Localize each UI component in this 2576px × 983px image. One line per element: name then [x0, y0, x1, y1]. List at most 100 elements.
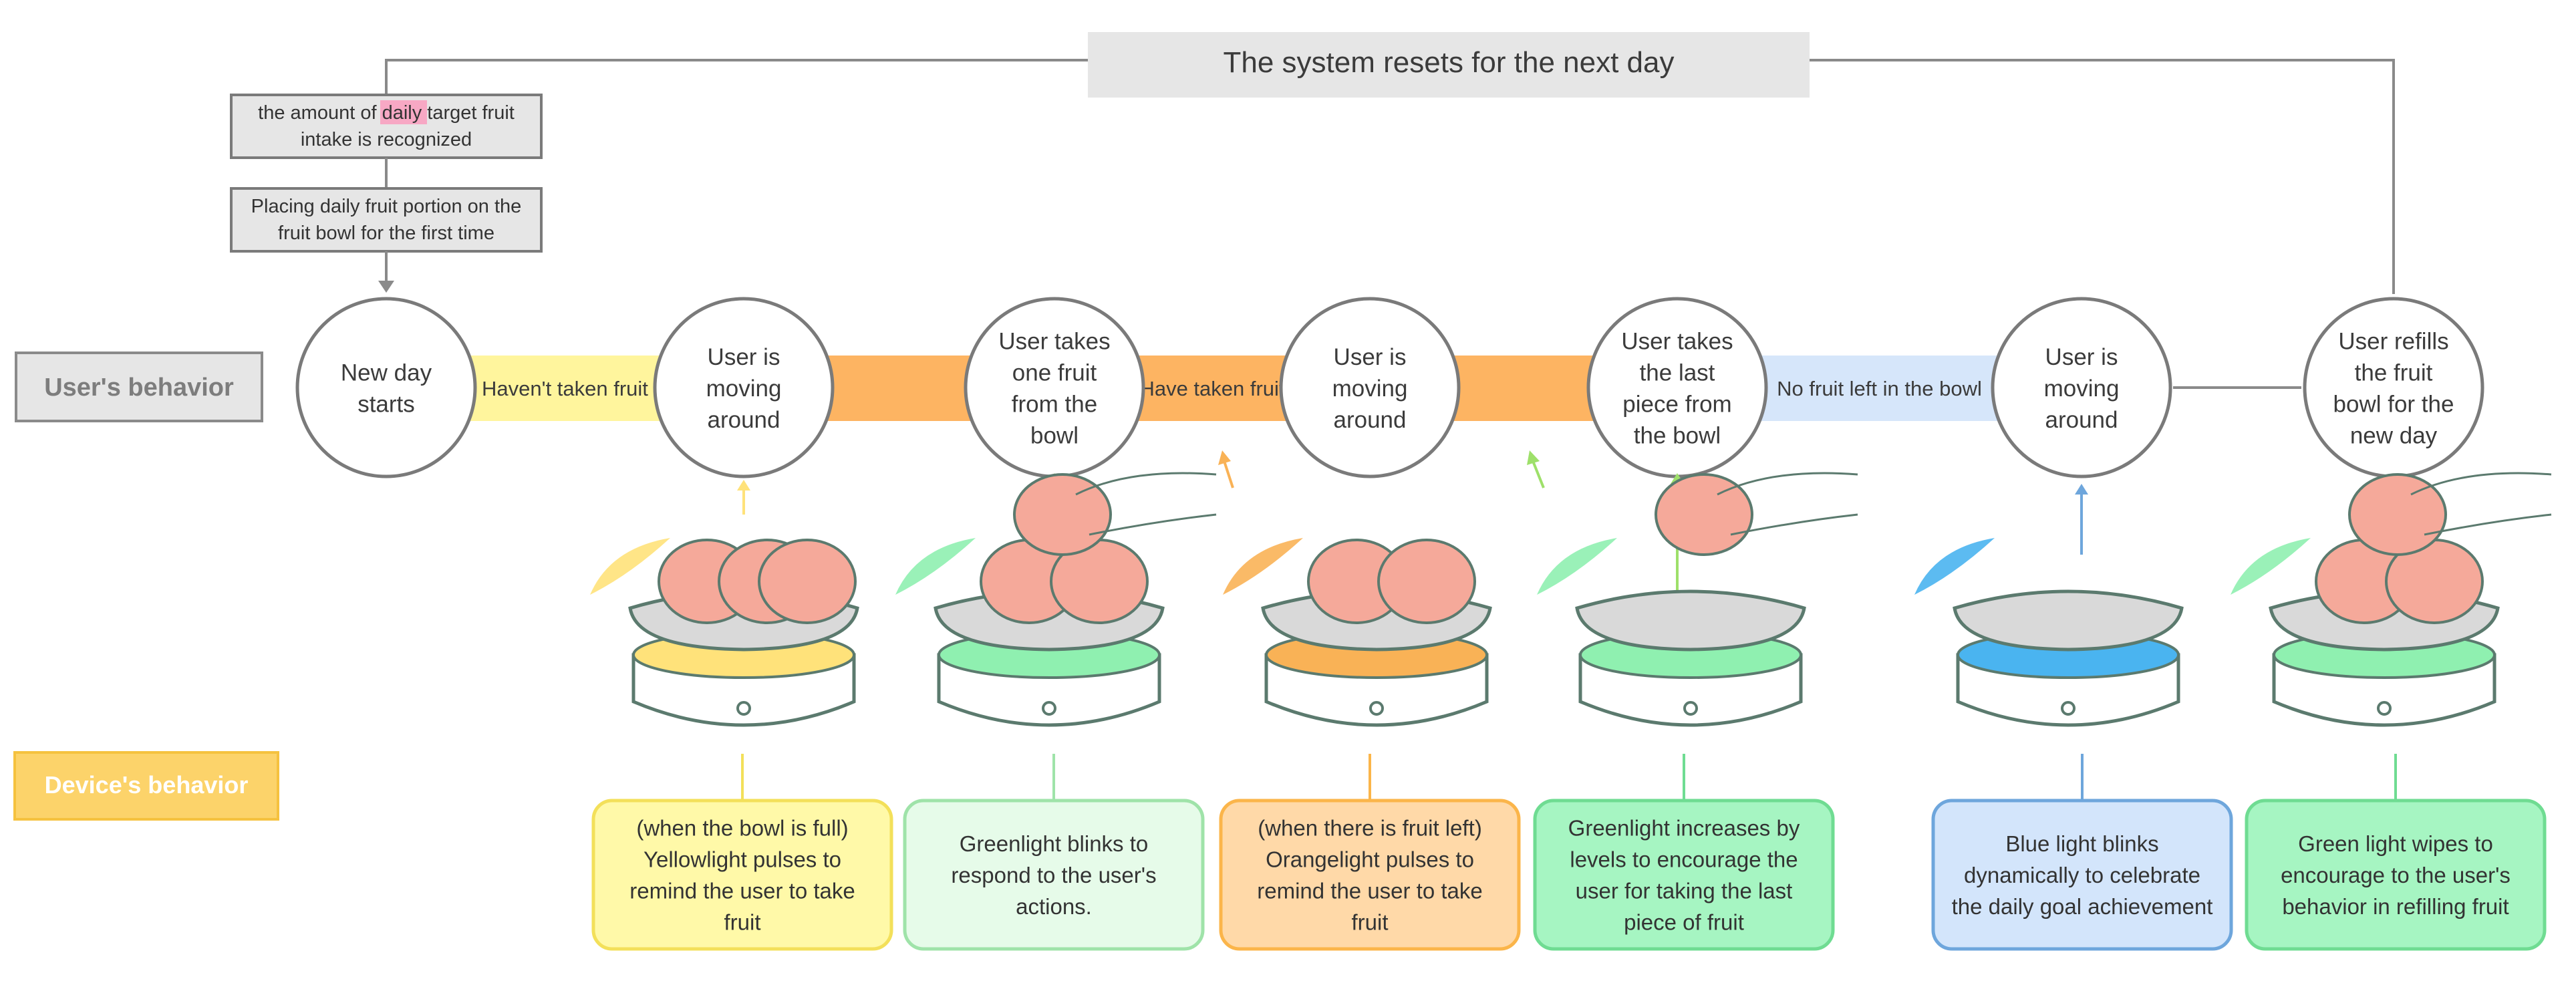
device-button: [1369, 701, 1384, 716]
lane-user-behavior: User's behavior: [15, 352, 263, 422]
device-illustration: [1223, 538, 1492, 727]
hand-icon: [1075, 472, 1217, 536]
light-swoosh-icon: [1537, 538, 1617, 595]
node-label-line: bowl: [1030, 423, 1079, 449]
top-step-1-line-1c: target fruit: [422, 102, 515, 124]
top-step-1-line-1a: the amount of: [258, 102, 382, 124]
top-step-2-line-2: fruit bowl for the first time: [278, 223, 494, 244]
fruit-icon: [1377, 539, 1476, 624]
device-illustration: [1537, 472, 1858, 727]
node-label-line: around: [1334, 407, 1407, 433]
behavior-node: User is moving around: [1279, 297, 1461, 478]
svg-text:the amount of daily target fru: the amount of daily target fruit: [258, 102, 515, 124]
hand-icon: [2410, 472, 2552, 536]
light-swoosh-icon: [895, 538, 976, 595]
reset-header-label: The system resets for the next day: [1224, 46, 1675, 79]
device-box-line: fruit: [1351, 910, 1388, 935]
segment-label: Have taken fruit: [1139, 377, 1284, 400]
lane-device-behavior: Device's behavior: [13, 751, 279, 821]
device-behavior-box: (when the bowl is full) Yellowlight pulse…: [591, 754, 893, 951]
device-button: [2061, 701, 2076, 716]
top-step-2-line-1: Placing daily fruit portion on the: [251, 196, 522, 217]
device-box-line: Greenlight increases by: [1568, 816, 1800, 841]
device-box-line: respond to the user's: [951, 863, 1156, 887]
device-illustration: [1914, 538, 2184, 727]
node-label-line: User is: [708, 344, 780, 370]
held-fruit-icon: [1013, 473, 1112, 556]
node-label-line: starts: [357, 392, 415, 418]
timeline-segment: [1130, 356, 1294, 421]
device-behavior-boxes: (when the bowl is full) Yellowlight pulse…: [591, 754, 2547, 951]
timeline-segment: [462, 356, 668, 421]
hand-icon: [1717, 472, 1858, 536]
device-behavior-box: (when there is fruit left) Orangelight pu…: [1219, 754, 1521, 951]
device-box-line: (when the bowl is full): [636, 816, 848, 841]
device-illustrations: [590, 472, 2552, 727]
node-label-line: new day: [2350, 423, 2438, 449]
device-box-line: Orangelight pulses to: [1266, 847, 1474, 872]
top-step-target-intake: the amount of daily target fruit intake …: [230, 94, 543, 159]
node-label-line: piece from: [1622, 392, 1731, 418]
held-fruit-icon: [2348, 473, 2447, 556]
device-box-line: user for taking the last: [1576, 879, 1793, 903]
node-label-line: moving: [706, 376, 782, 402]
node-label-line: User is: [1334, 344, 1407, 370]
node-label-line: the last: [1640, 360, 1715, 386]
node-label-line: from the: [1012, 392, 1097, 418]
device-box-line: remind the user to take: [1257, 879, 1483, 903]
device-box-line: remind the user to take: [629, 879, 855, 903]
lane-user-label: User's behavior: [44, 374, 234, 402]
device-box-line: Greenlight blinks to: [960, 831, 1148, 856]
device-box-line: Yellowlight pulses to: [643, 847, 841, 872]
device-button: [1042, 701, 1056, 716]
device-illustration: [590, 538, 859, 727]
node-label-line: User refills: [2338, 329, 2448, 355]
light-swoosh-icon: [2231, 538, 2311, 595]
timeline-segment: [1753, 356, 2006, 421]
node-label-line: moving: [2044, 376, 2120, 402]
lane-device-label: Device's behavior: [45, 771, 249, 799]
top-step-1-line-1b: daily: [382, 102, 422, 124]
node-label-line: moving: [1332, 376, 1408, 402]
device-box-line: fruit: [724, 910, 760, 935]
fruit-bowl: [1575, 589, 1806, 652]
device-button: [1683, 701, 1698, 716]
device-button: [2377, 701, 2392, 716]
held-fruit-icon: [1655, 473, 1753, 556]
light-swoosh-icon: [1223, 538, 1303, 595]
device-illustration: [895, 472, 1217, 727]
light-swoosh-icon: [1914, 538, 1995, 595]
segment-label: No fruit left in the bowl: [1777, 377, 1982, 400]
device-box-line: piece of fruit: [1624, 910, 1744, 935]
light-swoosh-icon: [590, 538, 670, 595]
node-label-line: User takes: [998, 329, 1110, 355]
top-step-first-placement: Placing daily fruit portion on the fruit…: [230, 187, 543, 253]
arrow-to-start: [378, 281, 394, 293]
device-box-line: encourage to the user's: [2281, 863, 2511, 887]
device-box-line: dynamically to celebrate: [1964, 863, 2200, 887]
device-box-line: behavior in refilling fruit: [2282, 894, 2509, 919]
device-illustration: [2231, 472, 2552, 727]
device-box-line: (when there is fruit left): [1258, 816, 1482, 841]
timeline-segment: [1445, 356, 1602, 421]
node-label-line: User takes: [1621, 329, 1733, 355]
top-step-1-line-2: intake is recognized: [301, 129, 472, 150]
device-box-line: actions.: [1016, 894, 1092, 919]
reset-header: The system resets for the next day: [1088, 32, 1810, 98]
fruit-icon: [758, 539, 857, 624]
fruit-bowl: [1953, 589, 2184, 652]
device-box-line: the daily goal achievement: [1952, 894, 2213, 919]
node-label-line: the fruit: [2355, 360, 2433, 386]
device-button: [736, 701, 751, 716]
node-label-line: User is: [2045, 344, 2118, 370]
